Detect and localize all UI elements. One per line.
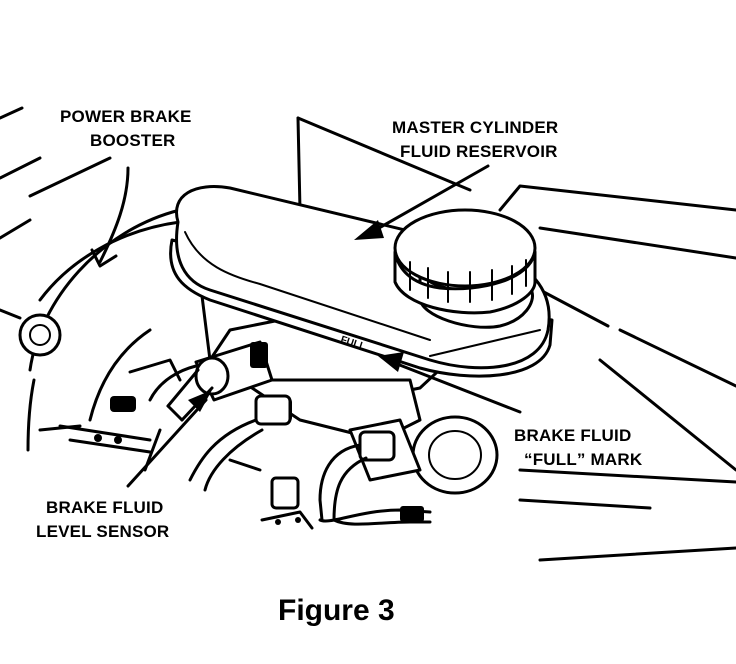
engine-bay-background	[0, 106, 736, 562]
label-master-cylinder-line2: FLUID RESERVOIR	[400, 142, 558, 161]
label-master-cylinder-line1: MASTER CYLINDER	[392, 118, 558, 137]
label-full-mark-line2: “FULL” MARK	[524, 450, 643, 469]
power-brake-booster	[0, 208, 182, 454]
reservoir-cap	[393, 208, 537, 329]
label-level-sensor-line1: BRAKE FLUID	[46, 498, 163, 517]
sensor-pointer-arrow	[126, 398, 208, 488]
label-full-mark-line1: BRAKE FLUID	[514, 426, 631, 445]
label-level-sensor-line2: LEVEL SENSOR	[36, 522, 169, 541]
brake-lines	[188, 394, 432, 530]
label-power-brake-booster-line1: POWER BRAKE	[60, 107, 192, 126]
fluid-level-sensor	[143, 340, 274, 472]
booster-pointer-arrow	[98, 166, 130, 264]
figure-caption: Figure 3	[278, 594, 395, 627]
full-mark-pointer-arrow	[390, 360, 522, 414]
reservoir-pointer-arrow	[370, 164, 490, 234]
label-power-brake-booster-line2: BOOSTER	[90, 131, 175, 150]
pointer-arrows	[90, 164, 522, 488]
callout-labels: POWER BRAKE BOOSTER MASTER CYLINDER FLUI…	[36, 107, 643, 541]
